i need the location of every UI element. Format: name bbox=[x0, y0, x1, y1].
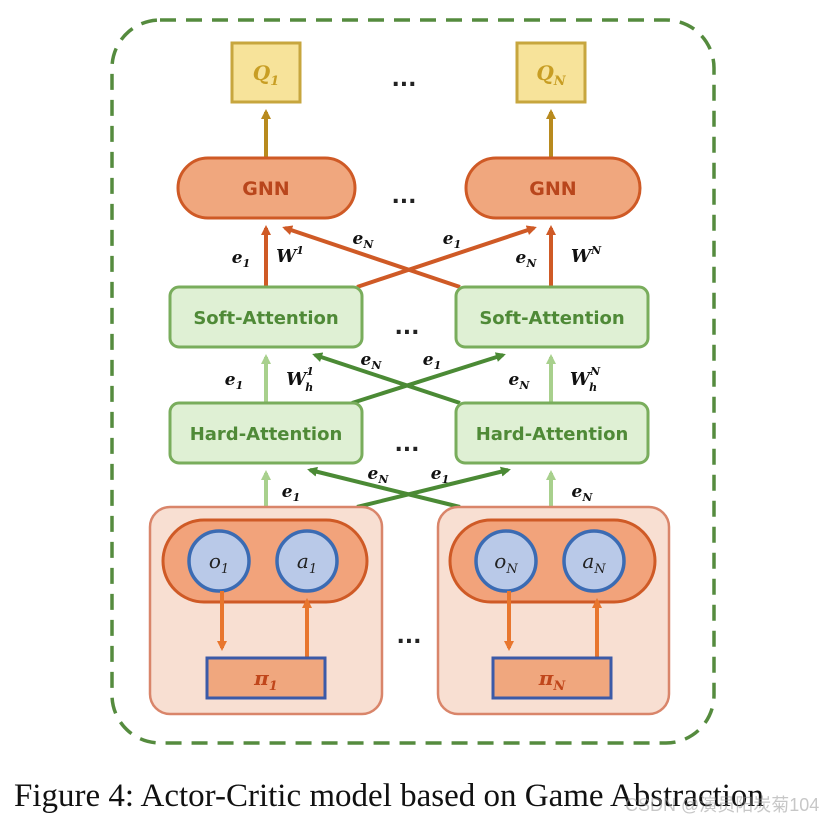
gnn-right bbox=[464, 156, 642, 220]
label-top-cross-left: eN bbox=[353, 229, 375, 251]
hard-attention-right-label: Hard-Attention bbox=[476, 424, 629, 445]
a1-label: a1 bbox=[297, 549, 317, 577]
gnn-left bbox=[176, 156, 357, 220]
watermark: CSDN @演员阳炭菊104 bbox=[625, 795, 820, 815]
pi1-box bbox=[205, 656, 327, 700]
arrow-agent1-to-hardn bbox=[356, 466, 511, 509]
label-top-right-w: WN bbox=[571, 244, 602, 267]
arrow-hard1-to-softn bbox=[351, 352, 506, 405]
an-label: aN bbox=[582, 549, 606, 577]
pin-box bbox=[491, 656, 613, 700]
soft-attention-right bbox=[454, 285, 650, 349]
pin-label: πN bbox=[538, 666, 567, 694]
o1-node bbox=[187, 529, 251, 593]
q1-box bbox=[230, 41, 302, 104]
label-top-cross-right: e1 bbox=[443, 229, 461, 251]
label-mid-cross-left: eN bbox=[361, 350, 383, 372]
pi1-label: π1 bbox=[253, 666, 278, 694]
label-mid-cross-right: e1 bbox=[423, 350, 441, 372]
hard-attention-left bbox=[168, 401, 364, 465]
soft-attention-left bbox=[168, 285, 364, 349]
ellipsis-hard: ... bbox=[394, 432, 419, 457]
label-top-left-e: e1 bbox=[232, 248, 250, 270]
label-mid-left-w: Wh1 bbox=[286, 365, 314, 394]
ellipsis-soft: ... bbox=[394, 315, 419, 340]
hard-attention-left-label: Hard-Attention bbox=[190, 424, 343, 445]
label-low-right-e: eN bbox=[572, 482, 594, 504]
ellipsis-q: ... bbox=[391, 67, 416, 92]
an-node bbox=[562, 529, 626, 593]
dashed-frame bbox=[110, 18, 716, 745]
label-mid-left-e: e1 bbox=[225, 370, 243, 392]
o1-label: o1 bbox=[209, 549, 229, 577]
label-top-right-e: eN bbox=[516, 248, 538, 270]
on-node bbox=[474, 529, 538, 593]
soft-attention-right-label: Soft-Attention bbox=[479, 308, 624, 329]
label-low-cross-right: e1 bbox=[431, 464, 449, 486]
qn-label: QN bbox=[536, 61, 566, 89]
q1-label: Q1 bbox=[253, 61, 279, 89]
soft-attention-left-label: Soft-Attention bbox=[193, 308, 338, 329]
gnn-right-label: GNN bbox=[529, 178, 576, 200]
hard-attention-right bbox=[454, 401, 650, 465]
arrow-hardn-to-soft1 bbox=[312, 352, 461, 405]
label-low-cross-left: eN bbox=[368, 464, 390, 486]
on-label: oN bbox=[494, 549, 518, 577]
label-low-left-e: e1 bbox=[282, 482, 300, 504]
arrow-agentn-to-hard1 bbox=[307, 466, 461, 509]
ellipsis-agent: ... bbox=[396, 624, 421, 649]
qn-box bbox=[515, 41, 587, 104]
gnn-left-label: GNN bbox=[242, 178, 289, 200]
label-mid-right-e: eN bbox=[509, 370, 531, 392]
a1-node bbox=[275, 529, 339, 593]
arrow-softn-to-gnn1 bbox=[282, 225, 461, 289]
ellipsis-gnn: ... bbox=[391, 184, 416, 209]
label-top-left-w: W1 bbox=[276, 244, 304, 267]
label-mid-right-w: WhN bbox=[570, 365, 601, 394]
figure-caption: Figure 4: Actor-Critic model based on Ga… bbox=[14, 778, 764, 814]
arrow-soft1-to-gnnn bbox=[356, 225, 537, 289]
